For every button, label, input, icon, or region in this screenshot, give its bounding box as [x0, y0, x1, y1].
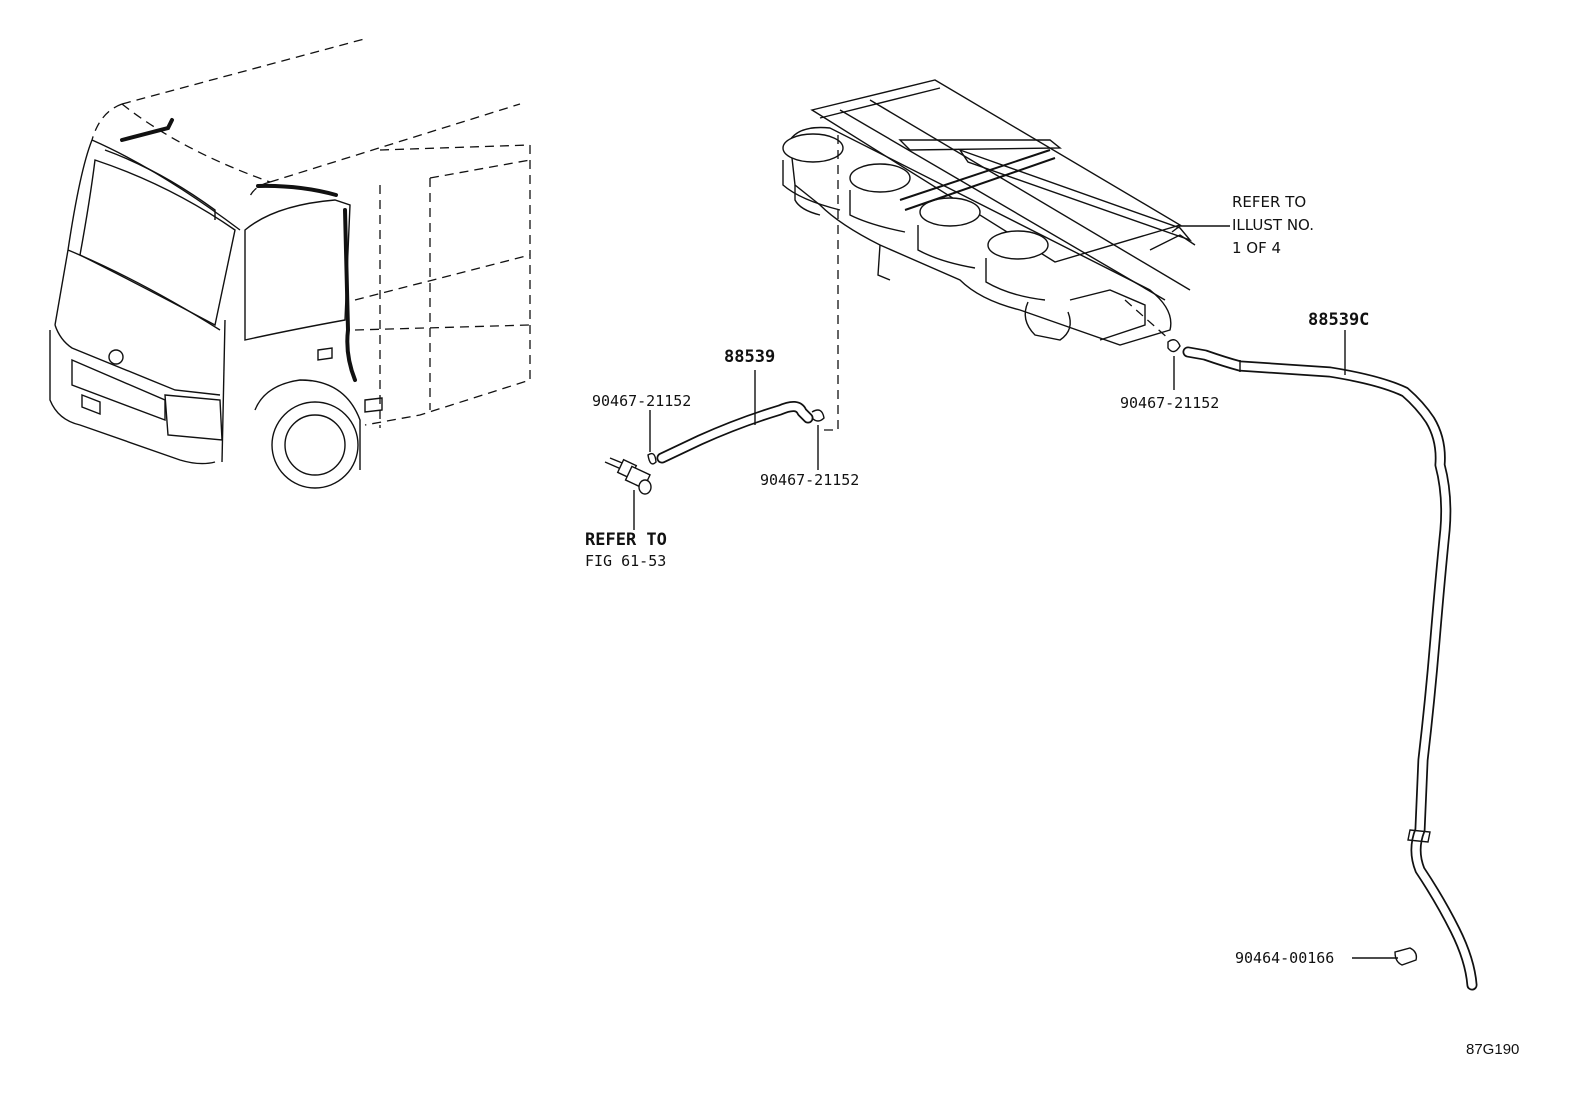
leader-dashed-tank-right — [1124, 299, 1171, 341]
label-refer-fig-line2: FIG 61-53 — [585, 552, 666, 570]
label-refer-illust-line1: REFER TO — [1232, 193, 1306, 211]
clip-90464-00166[interactable] — [1352, 947, 1418, 966]
label-refer-fig-line1: REFER TO — [585, 530, 667, 550]
fitting-connector[interactable] — [604, 457, 652, 530]
vehicle-illustration — [49, 37, 531, 489]
hose-88539c[interactable] — [1182, 330, 1478, 991]
hose-88539[interactable] — [656, 370, 814, 464]
clamp-90467-21152-middle[interactable] — [811, 409, 825, 470]
leader-refer-illust — [1171, 225, 1230, 233]
label-clip-bottom: 90464-00166 — [1235, 949, 1334, 967]
label-refer-illust-line3: 1 OF 4 — [1232, 239, 1281, 257]
label-refer-illust-line2: ILLUST NO. — [1232, 216, 1314, 234]
label-clamp-left-top: 90467-21152 — [592, 392, 691, 410]
tank-assembly-illustration — [782, 79, 1196, 346]
clamp-90467-21152-right[interactable] — [1167, 339, 1181, 390]
label-88539: 88539 — [724, 347, 775, 367]
clamp-90467-21152-left[interactable] — [647, 410, 657, 465]
label-clamp-right: 90467-21152 — [1120, 394, 1219, 412]
leader-dashed-tank-left — [820, 135, 839, 431]
label-clamp-left-bottom: 90467-21152 — [760, 471, 859, 489]
figure-code: 87G190 — [1466, 1041, 1519, 1058]
label-88539c: 88539C — [1308, 310, 1369, 330]
